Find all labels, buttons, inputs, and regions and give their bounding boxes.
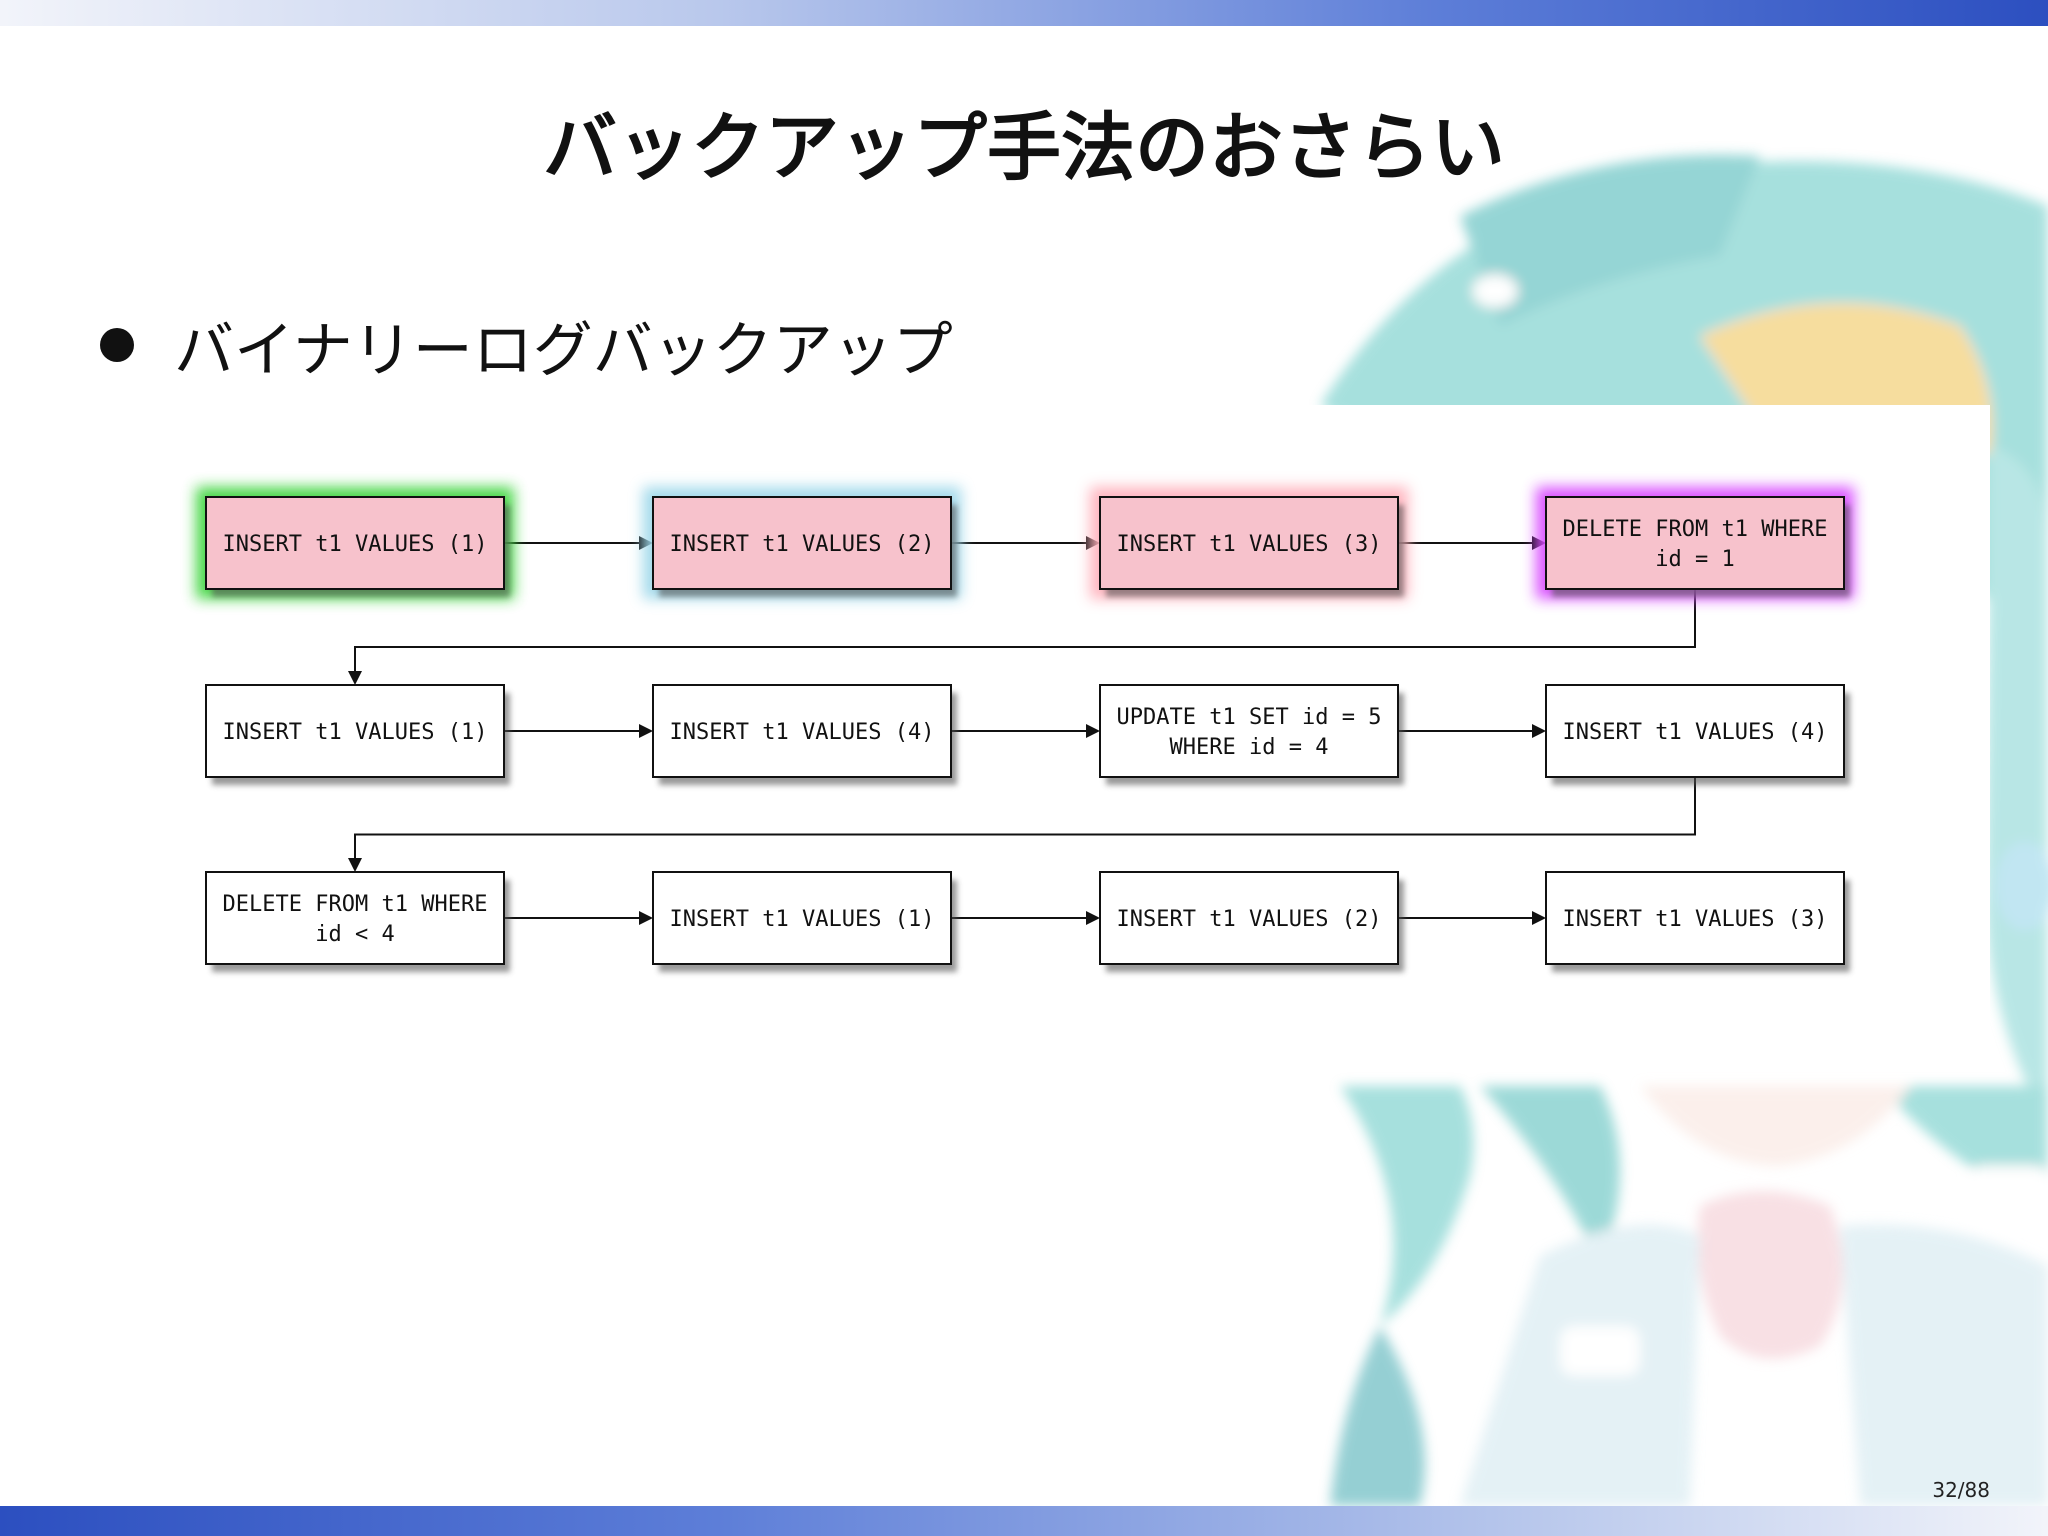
- binlog-flow-diagram-panel: INSERT t1 VALUES (1) INSERT t1 VALUES (2)…: [180, 405, 1990, 1057]
- flow-node-box: [652, 496, 952, 590]
- flow-node-box: [1099, 684, 1399, 778]
- flow-node-box: [652, 871, 952, 965]
- bullet-text: バイナリーログバックアップ: [174, 315, 953, 386]
- flow-node-label: id < 4: [315, 922, 394, 947]
- flow-node-label: INSERT t1 VALUES (2): [1117, 907, 1382, 932]
- top-gradient-bar: [0, 0, 2048, 26]
- flow-node-box: [1545, 684, 1845, 778]
- bottom-gradient-bar: [0, 1506, 2048, 1536]
- flow-node-label: WHERE id = 4: [1170, 735, 1329, 760]
- flow-node-label: id = 1: [1655, 547, 1734, 572]
- row-wrap-connector: [348, 589, 1696, 685]
- flow-node-label: INSERT t1 VALUES (3): [1563, 907, 1828, 932]
- bullet-item: バイナリーログバックアップ: [100, 300, 953, 390]
- flow-node-label: INSERT t1 VALUES (4): [1563, 720, 1828, 745]
- flow-node-box: [1099, 871, 1399, 965]
- flow-node-box: [205, 871, 505, 965]
- flow-node-box: [1545, 871, 1845, 965]
- flow-node-label: UPDATE t1 SET id = 5: [1117, 705, 1382, 730]
- flow-node-label: INSERT t1 VALUES (2): [670, 532, 935, 557]
- flow-node-label: INSERT t1 VALUES (3): [1117, 532, 1382, 557]
- flow-node-label: INSERT t1 VALUES (1): [223, 532, 488, 557]
- flow-node-label: INSERT t1 VALUES (1): [670, 907, 935, 932]
- slide-title: バックアップ手法のおさらい: [543, 105, 1505, 191]
- flow-node-box: [205, 496, 505, 590]
- row-wrap-connector: [348, 777, 1696, 872]
- flow-node-label: DELETE FROM t1 WHERE: [223, 892, 488, 917]
- flow-node-box: [1545, 496, 1845, 590]
- bullet-dot-icon: [100, 328, 134, 362]
- page-number: 32/88: [1932, 1478, 1990, 1502]
- flow-node-label: INSERT t1 VALUES (4): [670, 720, 935, 745]
- flow-node-box: [652, 684, 952, 778]
- flow-node-box: [205, 684, 505, 778]
- flow-node-label: INSERT t1 VALUES (1): [223, 720, 488, 745]
- binlog-flow-diagram: INSERT t1 VALUES (1) INSERT t1 VALUES (2)…: [196, 487, 1854, 972]
- flow-node-box: [1099, 496, 1399, 590]
- flow-node-label: DELETE FROM t1 WHERE: [1563, 517, 1828, 542]
